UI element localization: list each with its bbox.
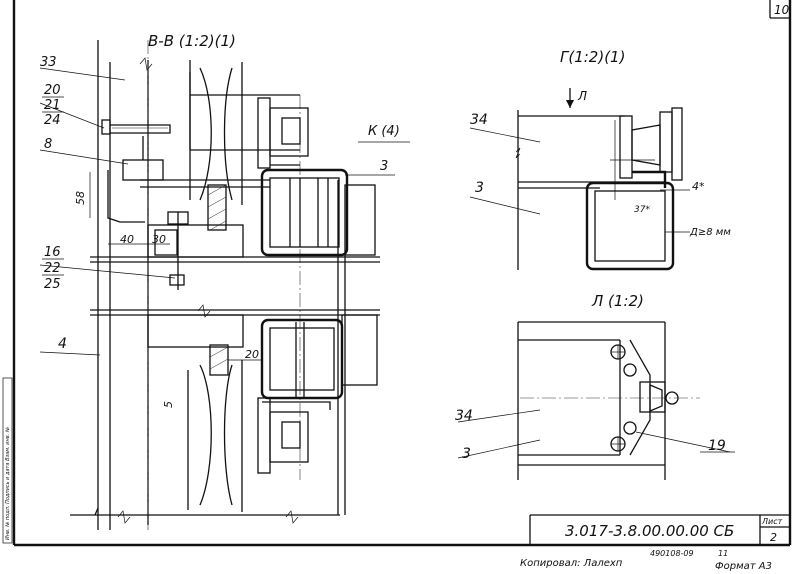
format-label: Формат А3: [715, 561, 772, 572]
dim-4: 4*: [692, 180, 705, 193]
callout-3-left: 3: [380, 159, 388, 174]
drawing-designation: 3.017-3.8.00.00.00 СБ: [565, 522, 734, 540]
callout-33: 33: [40, 55, 57, 70]
arrow-l-head: [566, 100, 574, 108]
dim-5: 5: [162, 401, 175, 408]
callout-34-bottom: 34: [455, 408, 473, 424]
dim-40: 40: [120, 233, 134, 246]
top-right-view-title: Г(1:2)(1): [560, 48, 625, 66]
dim-37: 37*: [634, 205, 650, 215]
bottom-right-geometry: [517, 321, 700, 480]
callout-22: 22: [44, 261, 61, 276]
direction-k4: К (4): [368, 124, 400, 139]
bolt-symbols: [610, 344, 637, 452]
arrow-label-l: Л: [577, 89, 587, 103]
callout-19: 19: [708, 438, 726, 454]
callout-24: 24: [44, 113, 61, 128]
left-view-geometry: [70, 40, 380, 530]
order-suffix: 11: [718, 549, 728, 558]
callout-20: 20: [44, 83, 61, 98]
corner-sheet-number: 10: [774, 3, 790, 17]
sheet-number: 2: [770, 531, 777, 544]
left-leaders: [39, 67, 410, 356]
dim-30: 30: [152, 233, 166, 246]
left-view-title: В-В (1:2)(1): [148, 32, 236, 50]
drawing-frame: [2, 0, 792, 547]
callout-8: 8: [44, 137, 52, 152]
sheet-label: Лист: [761, 517, 783, 526]
top-right-geometry: [515, 107, 690, 271]
copied-by: Копировал: Лалехп: [520, 558, 623, 569]
order-code: 490108-09: [650, 549, 694, 558]
dim-58: 58: [74, 191, 87, 205]
callout-16: 16: [44, 245, 61, 260]
callout-3-bottom: 3: [462, 446, 471, 462]
callout-25: 25: [44, 277, 61, 292]
note-width: Д≥8 мм: [689, 227, 731, 238]
side-strip-text: Инв. № подл. Подпись и дата Взам. инв. №: [5, 427, 11, 540]
callout-34-top: 34: [470, 112, 488, 128]
dim-20: 20: [245, 348, 259, 361]
callout-3-top: 3: [475, 180, 484, 196]
callout-21: 21: [44, 98, 61, 113]
callout-4: 4: [58, 336, 67, 352]
bottom-right-view-title: Л (1:2): [591, 292, 644, 310]
